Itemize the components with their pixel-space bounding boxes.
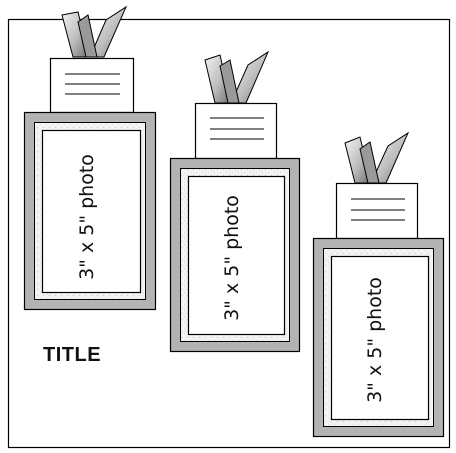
ribbon-icon: [344, 131, 410, 184]
page-title: TITLE: [43, 344, 101, 366]
photo-placeholder: [187, 175, 286, 336]
photo-placeholder: [330, 255, 430, 421]
photo-group-2: 3" x 5" photo: [169, 50, 301, 353]
ribbon-icon: [61, 5, 128, 58]
photo-frame: 3" x 5" photo: [169, 157, 301, 353]
photo-frame: 3" x 5" photo: [312, 237, 445, 438]
photo-group-1: 3" x 5" photo: [23, 5, 157, 311]
photo-caption: 3" x 5" photo: [364, 277, 386, 403]
tag-card: [49, 57, 135, 114]
tag-card: [194, 102, 278, 160]
photo-placeholder: [41, 129, 142, 294]
photo-frame: 3" x 5" photo: [23, 111, 157, 311]
photo-group-3: 3" x 5" photo: [312, 131, 445, 438]
photo-caption: 3" x 5" photo: [76, 154, 98, 280]
tag-card: [335, 182, 419, 240]
photo-caption: 3" x 5" photo: [221, 195, 243, 321]
